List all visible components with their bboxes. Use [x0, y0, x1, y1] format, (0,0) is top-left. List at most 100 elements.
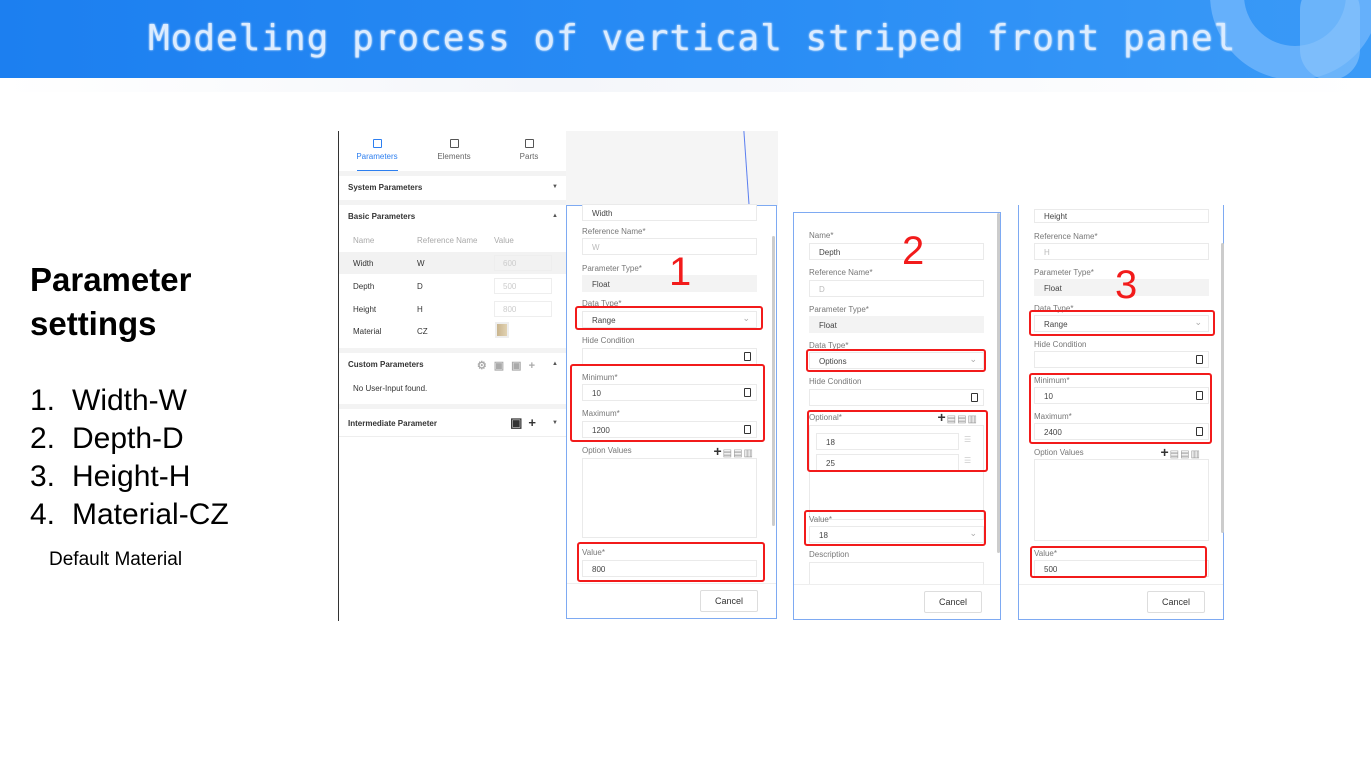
note: Default Material	[49, 549, 183, 570]
hide-condition-field[interactable]	[1034, 351, 1209, 368]
label: Parameter Type*	[582, 264, 642, 273]
calculator-icon	[971, 393, 978, 402]
filter-icon[interactable]: ☰	[964, 456, 972, 465]
drawing-canvas[interactable]	[566, 131, 778, 206]
option-toolbar[interactable]: +▤▤▥	[937, 409, 978, 425]
option-toolbar[interactable]: +▤▤▥	[713, 443, 754, 459]
parts-icon	[524, 139, 534, 148]
label: Optional*	[809, 413, 842, 422]
label: Parameter Type*	[809, 305, 869, 314]
height-parameter-panel: Height Reference Name* H Parameter Type*…	[1018, 205, 1224, 620]
data-type-select[interactable]: Range⌄	[582, 311, 757, 328]
highlight-box	[577, 542, 765, 582]
hide-condition-field[interactable]	[582, 348, 757, 365]
empty-message: No User-Input found.	[353, 384, 428, 393]
divider	[339, 436, 566, 437]
reference-name-field[interactable]: H	[1034, 243, 1209, 260]
value-field[interactable]: 800	[582, 560, 757, 577]
minimum-field[interactable]: 10	[582, 384, 757, 401]
label: Value*	[1034, 549, 1057, 558]
basic-parameters-header[interactable]: Basic Parameters▲	[339, 200, 566, 228]
label: Value*	[582, 548, 605, 557]
reference-name-field[interactable]: W	[582, 238, 757, 255]
panel-footer: Cancel	[567, 583, 776, 618]
option-item[interactable]: 18	[816, 433, 959, 450]
hide-condition-field[interactable]	[809, 389, 984, 406]
label: Minimum*	[582, 373, 618, 382]
label: Data Type*	[1034, 304, 1074, 313]
label: Hide Condition	[1034, 340, 1087, 349]
slide-title: Modeling process of vertical striped fro…	[148, 18, 1237, 59]
minimum-field[interactable]: 10	[1034, 387, 1209, 404]
document-icon	[372, 139, 382, 148]
label: Name*	[809, 231, 834, 240]
scrollbar[interactable]	[1221, 243, 1224, 533]
label: Reference Name*	[1034, 232, 1098, 241]
name-field[interactable]: Depth	[809, 243, 984, 260]
chevron-down-icon: ⌄	[969, 354, 977, 364]
chevron-down-icon: ⌄	[1194, 317, 1202, 327]
caret-down-icon: ▼	[552, 420, 558, 426]
decorative-shape	[1300, 0, 1360, 78]
label: Parameter Type*	[1034, 268, 1094, 277]
calculator-icon	[744, 352, 751, 361]
scrollbar[interactable]	[997, 213, 1000, 553]
data-type-select[interactable]: Options⌄	[809, 352, 984, 369]
caret-up-icon: ▲	[552, 361, 558, 367]
caret-up-icon: ▲	[552, 213, 558, 219]
highlight-box	[1029, 310, 1215, 336]
highlight-box	[806, 349, 986, 372]
value-select[interactable]: 18⌄	[809, 526, 984, 543]
label: Reference Name*	[809, 268, 873, 277]
intermediate-parameter-header[interactable]: Intermediate Parameter▣+▼	[339, 404, 566, 436]
tab-parameters[interactable]: Parameters	[342, 139, 412, 161]
cancel-button[interactable]: Cancel	[924, 591, 982, 613]
option-toolbar[interactable]: +▤▤▥	[1160, 444, 1201, 460]
value-field[interactable]: 500	[494, 278, 552, 294]
custom-parameters-header[interactable]: Custom Parameters⚙▣▣+▲	[339, 348, 566, 378]
label: Reference Name*	[582, 227, 646, 236]
maximum-field[interactable]: 1200	[582, 421, 757, 438]
cancel-button[interactable]: Cancel	[1147, 591, 1205, 613]
highlight-box	[575, 306, 763, 330]
calculator-icon	[744, 388, 751, 397]
chevron-down-icon: ⌄	[742, 313, 750, 323]
label: Maximum*	[582, 409, 620, 418]
option-values-list[interactable]	[582, 458, 757, 538]
custom-toolbar-icons[interactable]: ⚙▣▣+	[476, 360, 542, 372]
system-parameters-header[interactable]: System Parameters▼	[339, 171, 566, 199]
tab-elements[interactable]: Elements	[419, 139, 489, 161]
parameter-list: 1.Width-W 2.Depth-D 3.Height-H 4.Materia…	[30, 382, 229, 534]
scrollbar[interactable]	[772, 236, 775, 526]
highlight-box	[807, 410, 988, 472]
cancel-button[interactable]: Cancel	[700, 590, 758, 612]
add-icons[interactable]: ▣+	[510, 415, 542, 430]
highlight-box	[570, 364, 765, 442]
list-item: 1.Width-W	[30, 384, 187, 417]
section-heading: Parameter settings	[30, 261, 192, 342]
width-parameter-panel: Width Reference Name* W Parameter Type* …	[566, 204, 777, 619]
value-field[interactable]: 800	[494, 301, 552, 317]
divider	[0, 78, 1371, 92]
elements-icon	[449, 139, 459, 148]
label: Hide Condition	[582, 336, 635, 345]
name-field[interactable]: Height	[1034, 209, 1209, 223]
option-values-list[interactable]	[1034, 459, 1209, 541]
list-item: 3.Height-H	[30, 460, 191, 493]
label: Option Values	[582, 446, 632, 455]
material-swatch[interactable]	[495, 322, 509, 338]
data-type-select[interactable]: Range⌄	[1034, 315, 1209, 332]
maximum-field[interactable]: 2400	[1034, 423, 1209, 440]
reference-name-field[interactable]: D	[809, 280, 984, 297]
tab-parts[interactable]: Parts	[494, 139, 564, 161]
calculator-icon	[1196, 391, 1203, 400]
name-field[interactable]: Width	[582, 204, 757, 221]
filter-icon[interactable]: ☰	[964, 435, 972, 444]
depth-parameter-panel: Name* Depth Reference Name* D Parameter …	[793, 212, 1001, 620]
value-field[interactable]: 600	[494, 255, 552, 271]
